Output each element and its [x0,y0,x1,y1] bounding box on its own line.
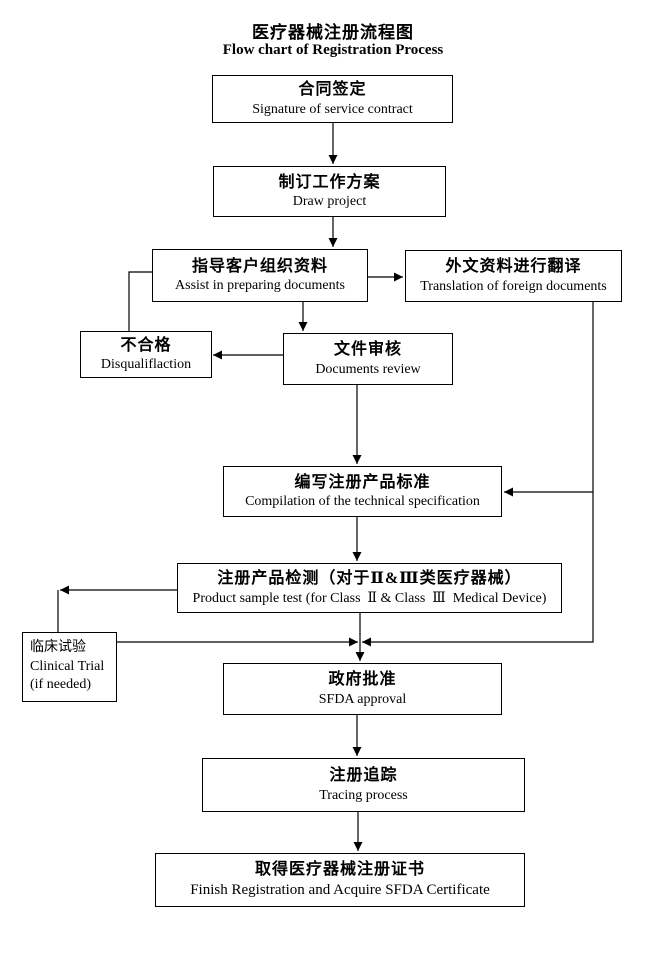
node-assist-label-zh: 指导客户组织资料 [191,257,328,275]
node-clinical-trial: 临床试验 Clinical Trial (if needed) [22,632,117,702]
node-contract-label-en: Signature of service contract [252,101,413,117]
node-disqualification: 不合格 Disqualiflaction [80,331,212,378]
node-compilation-label-zh: 编写注册产品标准 [294,473,431,491]
node-tracing-process-label-en: Tracing process [319,787,408,803]
node-contract-label-zh: 合同签定 [298,81,367,99]
node-compilation-label-en: Compilation of the technical specificati… [245,494,480,510]
line-assist-disqualify [128,271,152,331]
node-clinical-trial-label-en: Clinical Trial [30,659,105,675]
node-documents-review: 文件审核 Documents review [283,333,453,385]
page-title-zh: 医疗器械注册流程图 [252,23,414,42]
node-assist-label-en: Assist in preparing documents [175,278,345,294]
node-sfda-approval-label-en: SFDA approval [318,691,407,707]
node-sample-test-label-zh: 注册产品检测（对于Ⅱ&Ⅲ类医疗器械） [217,570,522,588]
node-sample-test-label-en: Product sample test (for Class Ⅱ & Class… [192,590,547,606]
node-sfda-approval: 政府批准 SFDA approval [223,663,502,715]
node-translation-label-en: Translation of foreign documents [420,278,607,294]
node-disqualification-label-zh: 不合格 [120,336,172,354]
node-project-label-zh: 制订工作方案 [278,173,381,191]
node-documents-review-label-en: Documents review [315,361,421,377]
arrow-translation-junction [362,302,594,647]
node-translation: 外文资料进行翻译 Translation of foreign document… [405,250,622,302]
node-certificate-label-en: Finish Registration and Acquire SFDA Cer… [190,882,490,899]
node-assist: 指导客户组织资料 Assist in preparing documents [152,249,368,302]
page-title-en: Flow chart of Registration Process [222,42,444,58]
node-contract: 合同签定 Signature of service contract [212,75,453,123]
node-certificate-label-zh: 取得医疗器械注册证书 [254,861,425,879]
node-clinical-trial-label-zh: 临床试验 [30,640,86,656]
node-sample-test: 注册产品检测（对于Ⅱ&Ⅲ类医疗器械） Product sample test (… [177,563,562,613]
node-compilation: 编写注册产品标准 Compilation of the technical sp… [223,466,502,517]
node-clinical-trial-note: (if needed) [30,677,92,693]
node-translation-label-zh: 外文资料进行翻译 [445,258,582,276]
node-disqualification-label-en: Disqualiflaction [100,357,192,373]
node-documents-review-label-zh: 文件审核 [333,341,402,359]
node-sfda-approval-label-zh: 政府批准 [328,671,397,689]
node-project: 制订工作方案 Draw project [213,166,446,217]
node-tracing-process-label-zh: 注册追踪 [329,767,398,785]
node-tracing-process: 注册追踪 Tracing process [202,758,525,812]
node-certificate: 取得医疗器械注册证书 Finish Registration and Acqui… [155,853,525,907]
node-project-label-en: Draw project [292,194,367,210]
